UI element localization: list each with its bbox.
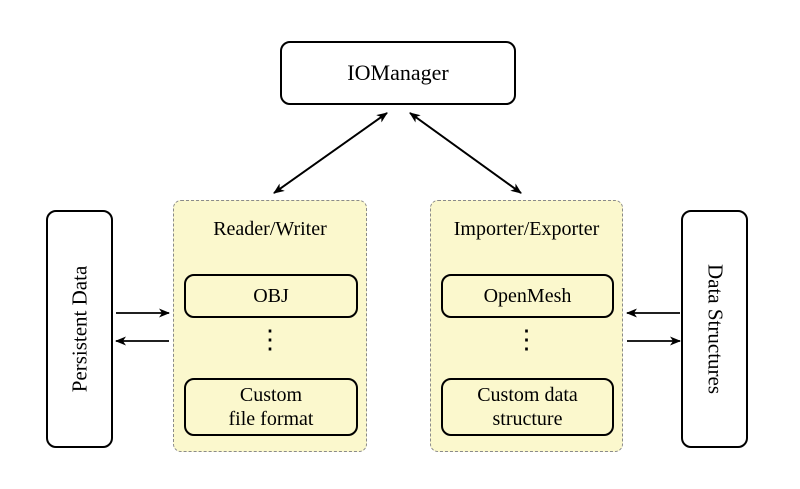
custom-data-structure-line1: Custom data <box>477 384 578 406</box>
openmesh-box: OpenMesh <box>441 274 614 318</box>
reader-writer-container: Reader/Writer OBJ ⋮ Custom file format <box>173 200 367 452</box>
custom-file-format-line1: Custom <box>239 384 303 406</box>
persistent-data-label: Persistent Data <box>67 265 91 393</box>
importer-exporter-container: Importer/Exporter OpenMesh ⋮ Custom data… <box>430 200 623 452</box>
obj-box: OBJ <box>184 274 358 318</box>
data-structures-box: Data Structures <box>681 210 748 448</box>
double-arrow-iomanager-readerwriter-icon <box>273 112 388 194</box>
importer-exporter-ellipsis: ⋮ <box>513 325 540 354</box>
iomanager-box: IOManager <box>280 41 516 105</box>
reader-writer-ellipsis: ⋮ <box>257 325 283 354</box>
custom-data-structure-box: Custom data structure <box>441 378 614 436</box>
persistent-data-box: Persistent Data <box>46 210 113 448</box>
double-arrow-iomanager-importerexporter-icon <box>409 112 522 194</box>
data-structures-label: Data Structures <box>703 263 727 395</box>
custom-file-format-line2: file format <box>228 408 314 430</box>
iomanager-label: IOManager <box>347 60 449 85</box>
custom-data-structure-line2: structure <box>492 408 563 430</box>
custom-file-format-box: Custom file format <box>184 378 358 436</box>
importer-exporter-title: Importer/Exporter <box>453 218 600 240</box>
openmesh-label: OpenMesh <box>483 285 572 307</box>
obj-label: OBJ <box>253 285 289 307</box>
reader-writer-title: Reader/Writer <box>213 218 327 240</box>
